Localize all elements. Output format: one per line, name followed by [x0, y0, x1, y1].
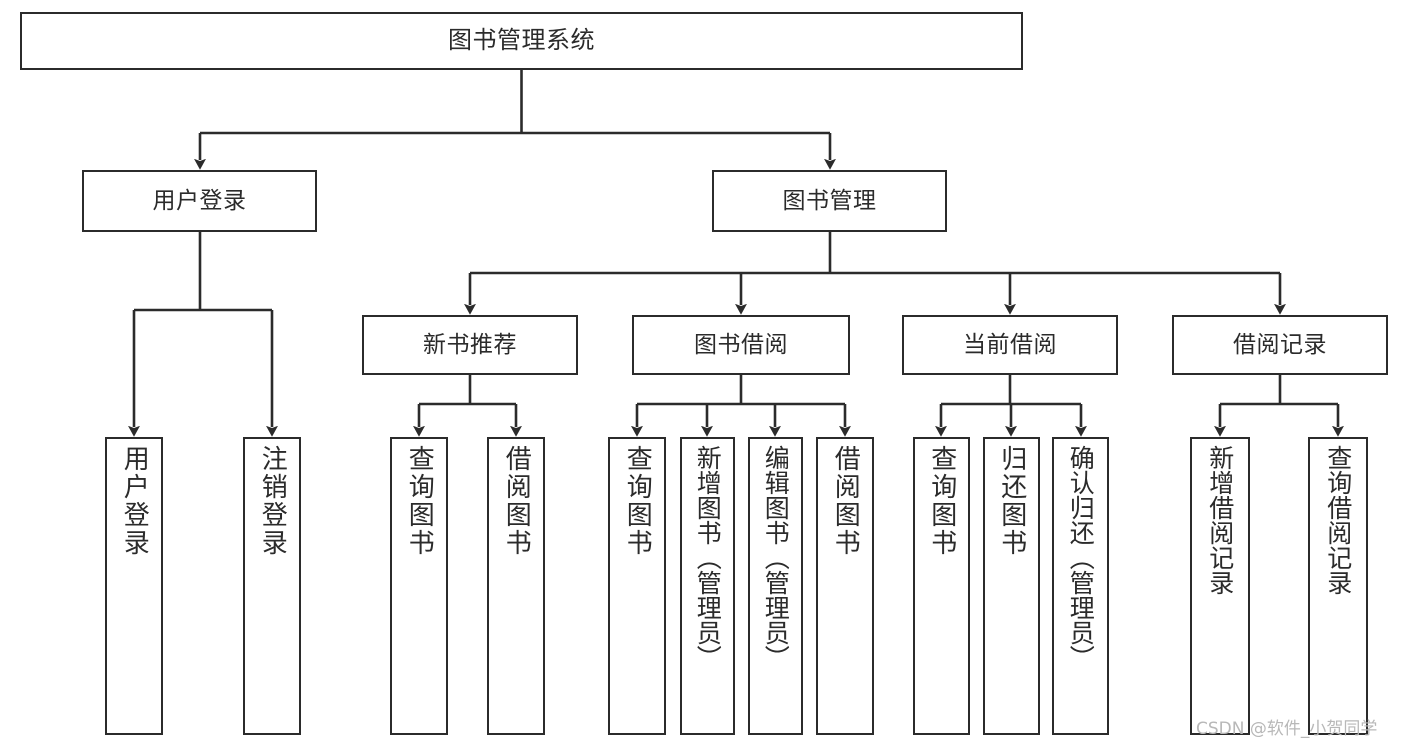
node-label: 借阅记录	[1233, 331, 1327, 358]
node-label: 注销登录	[257, 445, 288, 557]
node-label: 图书管理	[782, 187, 877, 214]
node-label: 归还图书	[996, 445, 1027, 557]
node-leaf-query-books-recommend[interactable]: 查询图书	[390, 437, 448, 735]
node-current-borrowing[interactable]: 当前借阅	[902, 315, 1118, 375]
node-label: 图书管理系统	[448, 26, 595, 55]
node-label: 借阅图书	[501, 445, 532, 557]
node-label: 编辑图书（管理员）	[761, 445, 791, 670]
node-label: 图书借阅	[694, 331, 788, 358]
node-leaf-add-book-admin[interactable]: 新增图书（管理员）	[680, 437, 735, 735]
node-new-book-recommendation[interactable]: 新书推荐	[362, 315, 578, 375]
node-leaf-confirm-return-admin[interactable]: 确认归还（管理员）	[1052, 437, 1109, 735]
node-leaf-return-books[interactable]: 归还图书	[983, 437, 1040, 735]
node-book-borrowing[interactable]: 图书借阅	[632, 315, 850, 375]
node-leaf-query-books-current[interactable]: 查询图书	[913, 437, 970, 735]
node-root-book-management-system[interactable]: 图书管理系统	[20, 12, 1023, 70]
node-label: 查询图书	[926, 445, 957, 557]
node-label: 查询图书	[622, 445, 653, 557]
node-leaf-logout[interactable]: 注销登录	[243, 437, 301, 735]
node-label: 新增借阅记录	[1205, 445, 1235, 595]
node-label: 新增图书（管理员）	[693, 445, 723, 670]
node-book-management[interactable]: 图书管理	[712, 170, 947, 232]
node-leaf-edit-book-admin[interactable]: 编辑图书（管理员）	[748, 437, 803, 735]
node-leaf-user-login[interactable]: 用户登录	[105, 437, 163, 735]
node-label: 查询图书	[404, 445, 435, 557]
csdn-watermark: CSDN @软件_小贺同学	[1196, 719, 1378, 739]
node-borrowing-records[interactable]: 借阅记录	[1172, 315, 1388, 375]
node-leaf-query-books-borrow[interactable]: 查询图书	[608, 437, 666, 735]
node-label: 当前借阅	[963, 331, 1057, 358]
node-leaf-add-borrow-record[interactable]: 新增借阅记录	[1190, 437, 1250, 735]
node-label: 用户登录	[152, 187, 247, 214]
node-label: 查询借阅记录	[1323, 445, 1353, 595]
node-label: 新书推荐	[423, 331, 517, 358]
node-label: 借阅图书	[830, 445, 861, 557]
node-leaf-borrow-books[interactable]: 借阅图书	[816, 437, 874, 735]
node-label: 用户登录	[119, 445, 150, 557]
node-label: 确认归还（管理员）	[1066, 445, 1096, 670]
node-user-login[interactable]: 用户登录	[82, 170, 317, 232]
node-leaf-borrow-books-recommend[interactable]: 借阅图书	[487, 437, 545, 735]
node-leaf-query-borrow-record[interactable]: 查询借阅记录	[1308, 437, 1368, 735]
